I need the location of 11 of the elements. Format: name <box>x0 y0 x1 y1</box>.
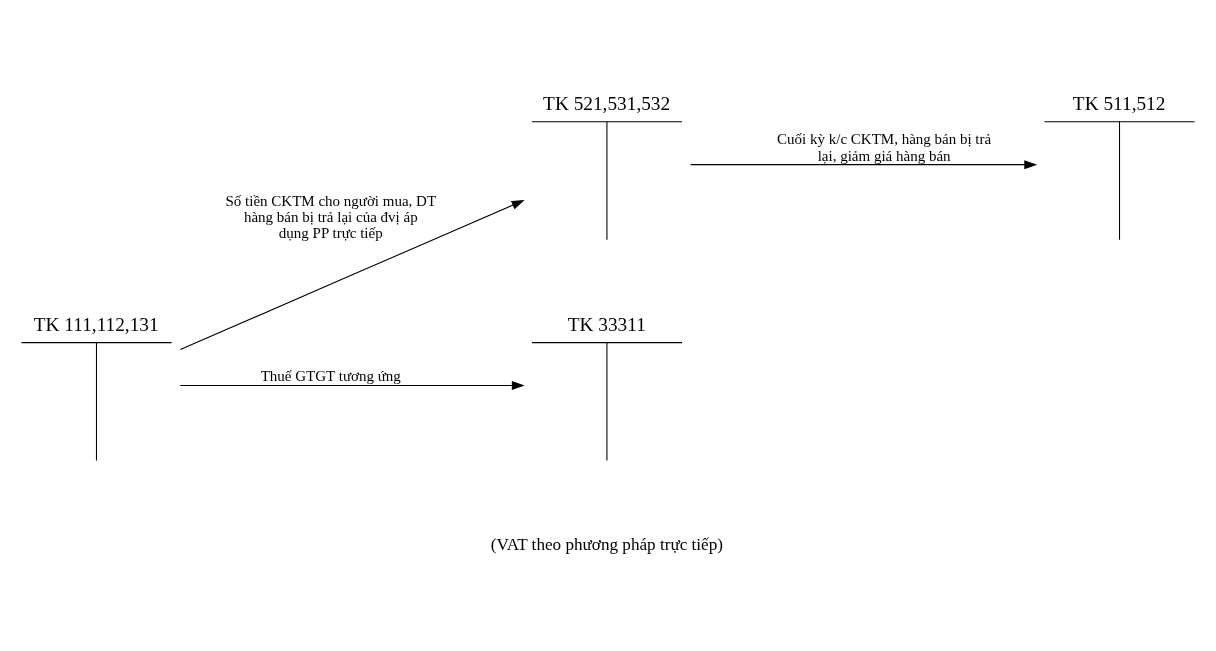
node-text: TK 33311 <box>567 314 646 336</box>
arrow <box>179 199 525 351</box>
edge-label: Thuế GTGT tương ứng <box>260 368 401 385</box>
arrow <box>179 381 525 391</box>
edge-label: Cuối kỳ k/c CKTM, hàng bán bị trả lại, giảm giá hàng bán <box>777 131 992 164</box>
edge-label: Số tiền CKTM cho người mua, DT hàng bán bị trả lại của đvị áp dụng PP trực tiếp <box>225 192 437 241</box>
node-text: TK 111,112,131 <box>33 314 159 336</box>
label: (VAT theo phương pháp trực tiếp) <box>490 535 724 555</box>
arrow <box>690 160 1038 170</box>
node-text: TK 511,512 <box>1072 93 1166 115</box>
node-text: TK 521,531,532 <box>543 93 671 115</box>
